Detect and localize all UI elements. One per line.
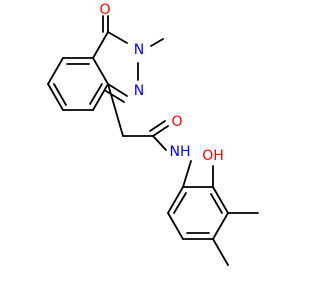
atom-label-carbonyl-oxygen: O (99, 2, 110, 18)
bond-aryl-3 (212, 212, 229, 240)
bond-n3-methyl (150, 38, 164, 47)
bond-co-o-b (149, 120, 166, 132)
atom-label-ring-nitrogen-imine: N (134, 83, 144, 99)
bond-benzo-2-inner (53, 83, 67, 106)
atom-label-layer: O N N O NH OH (99, 2, 223, 164)
bond-benzo-4 (92, 83, 109, 111)
bond-aryl-2-inner (210, 193, 223, 214)
bond-co-o-a (152, 125, 169, 137)
atom-label-hydroxyl: OH (202, 148, 224, 164)
bond-c1-ch2 (107, 83, 124, 137)
atom-label-amide-nh: NH (170, 144, 191, 160)
bond-aryl-2 (212, 186, 229, 214)
bond-n2-c1-a (107, 83, 128, 97)
bond-benzo-2 (47, 83, 64, 111)
bond-co-nh (152, 135, 167, 151)
bond-aryl-6 (167, 186, 184, 214)
bond-n2-c1-b (105, 90, 125, 103)
bond-benzo-5 (92, 57, 109, 85)
bond-c4-c4a (92, 31, 109, 59)
bond-aryl-6-inner (173, 192, 187, 214)
bond-benzo-4-inner (89, 83, 103, 105)
atom-label-amide-oxygen: O (171, 114, 182, 130)
bond-aryl-methyl-bottom (212, 238, 229, 266)
bond-nh-aryl (182, 160, 192, 188)
molecule-structure-diagram: O N N O NH OH (47, 2, 259, 266)
bond-benzo-1 (47, 57, 64, 85)
bond-c4-n3 (107, 31, 128, 44)
bond-layer (47, 15, 259, 266)
bond-aryl-5 (167, 212, 184, 240)
atom-label-ring-nitrogen-methyl: N (134, 42, 144, 58)
